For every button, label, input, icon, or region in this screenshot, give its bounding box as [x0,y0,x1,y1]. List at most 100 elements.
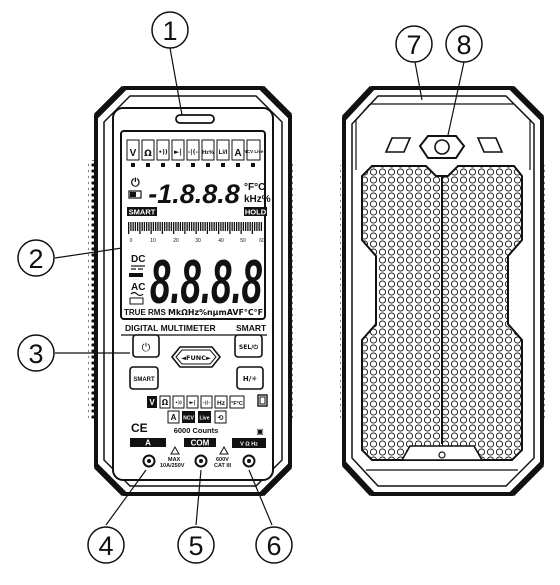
legend-temp: °F°C [231,401,243,407]
smart-button[interactable]: SMART [129,366,159,390]
terminal-v-badge [232,438,266,448]
legend-capacitance: -|(- [203,400,211,406]
callout-8: 8 [445,25,483,63]
lcd-icon-diode: ►| [174,148,182,157]
bar-segment [258,222,260,231]
legend-hz: Hz [217,400,226,407]
lcd-bar-graph [128,222,263,234]
select-button[interactable]: SEL/⏻ [234,334,263,358]
callouts: 1 2 3 4 5 6 7 8 [17,11,483,564]
callout-4-label: 4 [98,531,113,561]
bar-segment [236,222,238,231]
bar-segment [191,222,193,231]
bar-segment [197,222,200,231]
minus-sign [129,273,143,277]
bar-segment [152,222,155,231]
hold-backlight-button[interactable]: H/✳ [236,366,264,390]
bar-segment [175,222,177,231]
jack-a[interactable] [142,454,156,468]
bar-segment [164,222,166,231]
lcd-icon-capacitance: -|(- [188,149,198,156]
terminal-com-label: COM [191,439,210,448]
bar-tick-6: 60 [259,238,265,244]
bar-segment [200,222,202,231]
hold-badge-label: HOLD [245,208,267,217]
bar-segment [245,222,247,231]
lcd-icon-live: Li/I [219,150,228,156]
square-icon [257,394,268,407]
bar-segment [182,222,184,231]
bar-segment [155,222,157,231]
smart-badge [127,207,157,216]
callout-7: 7 [395,25,433,63]
bar-tick-4: 40 [218,238,224,244]
bar-segment [218,222,220,234]
bar-segment [260,222,263,231]
legend-ncv: NCV [183,416,194,422]
bar-segment [186,222,188,231]
lcd-icon-a: A [234,148,241,159]
bar-segment [184,222,186,234]
legend-continuity: •)) [175,400,182,406]
bar-segment [134,222,137,231]
function-legend-row-2: A NCV Live ⟲ [167,410,227,424]
callout-6-label: 6 [266,531,281,561]
bar-segment [222,222,224,231]
bar-tick-3: 30 [195,238,201,244]
left-vent [384,137,412,153]
func-button[interactable]: ◄FUNC► [170,346,222,368]
terminal-a-label: A [145,439,151,448]
function-legend-row-1: V Ω •)) ►| -|(- Hz °F°C [147,394,268,409]
bar-segment [193,222,195,231]
select-button-label: SEL/⏻ [239,344,258,351]
power-button[interactable]: ⏻ [132,334,160,358]
lcd-icon-ncv: NCV Live [244,149,264,154]
bottom-screw [438,451,446,459]
model-title: DIGITAL MULTIMETER [125,323,216,333]
terminal-com-badge [184,438,216,447]
lcd-icon-v: V [130,148,137,159]
bar-segment [240,222,242,234]
true-rms-label: TRUE RMS [124,308,166,317]
legend-live: Live [199,416,209,422]
jack-com[interactable] [194,454,208,468]
lcd-bar-ticks: 0 10 20 30 40 50 60 [130,238,265,244]
bar-segment [132,222,134,231]
bar-segment [238,222,240,231]
back-view [340,85,545,497]
battery-icon [128,190,142,199]
jack-v[interactable] [242,454,256,468]
lcd-screen [120,130,266,320]
bar-segment [159,222,161,231]
bar-segment [179,222,182,231]
callout-1-label: 1 [162,16,177,46]
bar-tick-1: 10 [150,238,156,244]
callout-4: 4 [87,526,125,564]
fuse-rating: 10A/250V [160,463,185,469]
legend-a: A [171,413,177,422]
callout-7-label: 7 [406,30,421,60]
smart-button-label: SMART [133,377,155,383]
bar-segment [188,222,191,231]
lcd-temp-units: °F°C [244,182,265,193]
bar-segment [215,222,218,231]
callout-3-label: 3 [28,339,43,369]
bar-segment [168,222,170,231]
lcd-small-digits: -1.8.8.8 [148,179,240,209]
ncv-sensor-slot [175,114,215,124]
bar-segment [242,222,245,231]
bar-segment [157,222,159,231]
smart-title: SMART [236,323,267,333]
bar-segment [150,222,152,234]
bar-segment [161,222,164,234]
voltage-rating: 600V [216,457,229,463]
power-icon: ⏻ [131,176,140,189]
callout-2: 2 [17,239,55,277]
legend-diode: ►| [189,400,195,406]
callout-5-label: 5 [188,531,203,561]
lcd-dc-label: DC [131,254,145,265]
bar-segment [166,222,168,231]
bar-segment [256,222,258,231]
bar-segment [211,222,213,231]
bar-segment [247,222,249,231]
